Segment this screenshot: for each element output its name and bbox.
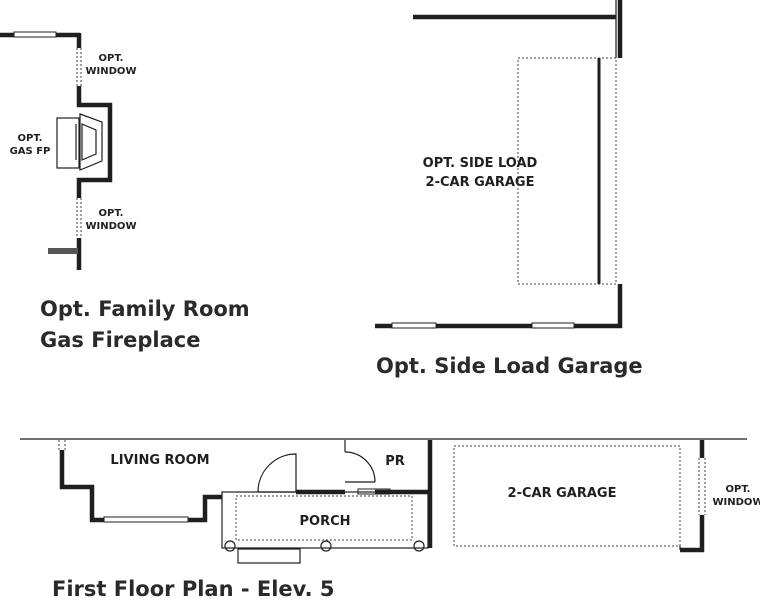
porch-step bbox=[237, 548, 301, 564]
pr-label: PR bbox=[385, 454, 405, 469]
opt-gas-fp-label: OPT. bbox=[18, 133, 43, 144]
fireplace-caption-line2: Gas Fireplace bbox=[40, 328, 200, 352]
fireplace-caption-line1: Opt. Family Room bbox=[40, 297, 250, 321]
living-room-wall bbox=[59, 450, 222, 523]
living-room-label: LIVING ROOM bbox=[110, 453, 209, 468]
opt-window-label: OPT. bbox=[726, 484, 751, 495]
opt-window-label-top: OPT. bbox=[99, 53, 124, 64]
firebox bbox=[79, 113, 103, 171]
side-load-garage-label: OPT. SIDE LOAD bbox=[423, 156, 538, 171]
first-floor-caption: First Floor Plan - Elev. 5 bbox=[52, 577, 335, 600]
first-floor-plan: LIVING ROOM PR PORCH 2-CAR GARAGE OPT. W… bbox=[20, 438, 760, 600]
fireplace-detail: OPT. WINDOW OPT. GAS FP OPT. WINDOW Opt.… bbox=[0, 31, 250, 352]
garage-door-outline bbox=[517, 57, 617, 285]
garage-label: 2-CAR GARAGE bbox=[508, 486, 617, 501]
opt-window-label-bottom: OPT. bbox=[99, 208, 124, 219]
firebox-hearth bbox=[56, 117, 80, 169]
wall-stub bbox=[48, 248, 78, 254]
garage-right-wall bbox=[680, 515, 705, 553]
porch-label: PORCH bbox=[299, 514, 350, 529]
svg-text:WINDOW: WINDOW bbox=[713, 497, 760, 508]
porch-column bbox=[224, 540, 236, 552]
fireplace-bumpout bbox=[76, 86, 113, 198]
svg-text:2-CAR GARAGE: 2-CAR GARAGE bbox=[426, 175, 535, 190]
living-room-window bbox=[103, 516, 189, 523]
svg-text:WINDOW: WINDOW bbox=[86, 221, 137, 232]
garage-door-outline bbox=[453, 445, 681, 547]
svg-text:GAS FP: GAS FP bbox=[10, 146, 51, 157]
porch-outline bbox=[221, 491, 429, 549]
garage-caption: Opt. Side Load Garage bbox=[376, 354, 643, 378]
front-door-swing bbox=[257, 453, 297, 493]
top-window bbox=[13, 31, 57, 38]
svg-text:WINDOW: WINDOW bbox=[86, 66, 137, 77]
pr-door-swing bbox=[344, 451, 376, 483]
porch-column bbox=[320, 540, 332, 552]
side-load-garage-detail: OPT. SIDE LOAD 2-CAR GARAGE Opt. Side Lo… bbox=[375, 0, 643, 378]
porch-column bbox=[413, 540, 425, 552]
